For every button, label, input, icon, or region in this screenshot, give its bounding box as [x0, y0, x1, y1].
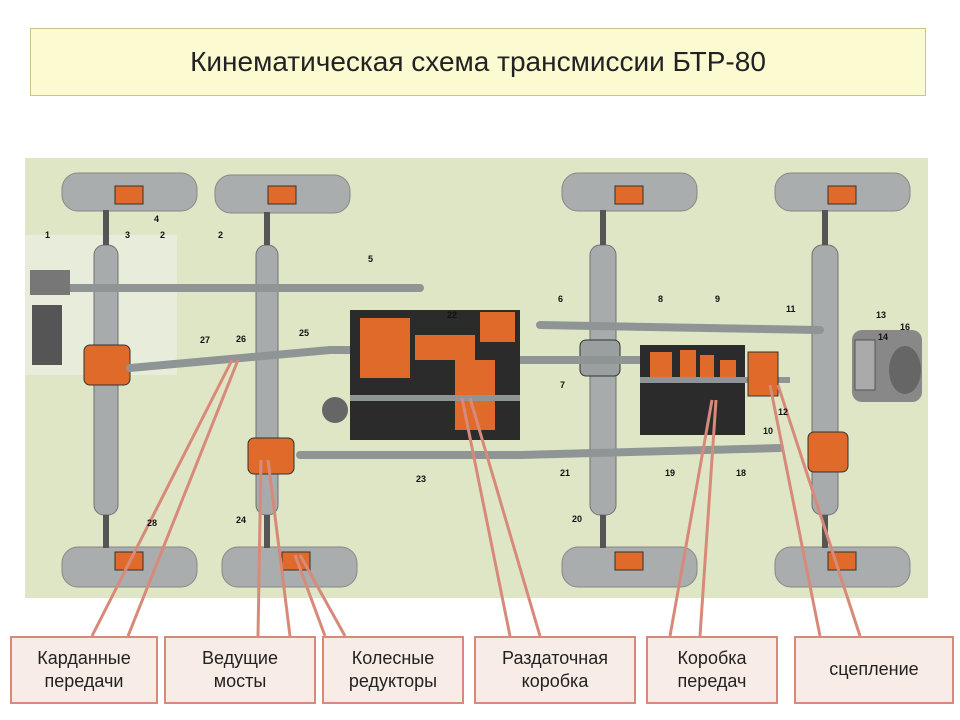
part-number: 10: [763, 426, 773, 436]
part-number: 27: [200, 335, 210, 345]
part-number: 5: [368, 254, 373, 264]
title-box: Кинематическая схема трансмиссии БТР-80: [30, 28, 926, 96]
part-number: 12: [778, 407, 788, 417]
part-number: 26: [236, 334, 246, 344]
part-number: 7: [560, 380, 565, 390]
part-number: 9: [715, 294, 720, 304]
part-number: 2: [160, 230, 165, 240]
part-number: 24: [236, 515, 246, 525]
transfer-case-label: Раздаточная коробка: [474, 636, 636, 704]
part-number: 18: [736, 468, 746, 478]
part-number: 22: [447, 310, 457, 320]
transfer-case: [322, 310, 520, 440]
part-number: 4: [154, 214, 159, 224]
gearbox-label: Коробка передач: [646, 636, 778, 704]
part-number: 14: [878, 332, 888, 342]
part-number: 16: [900, 322, 910, 332]
part-number: 23: [416, 474, 426, 484]
gearbox: [640, 345, 790, 435]
callout-lines: [90, 359, 862, 637]
part-number: 20: [572, 514, 582, 524]
wheel-reducers-label: Колесные редукторы: [322, 636, 464, 704]
page-title: Кинематическая схема трансмиссии БТР-80: [190, 46, 766, 77]
part-number: 19: [665, 468, 675, 478]
part-number: 13: [876, 310, 886, 320]
part-number: 1: [45, 230, 50, 240]
part-number: 3: [125, 230, 130, 240]
part-number: 8: [658, 294, 663, 304]
cardan-shafts-label: Карданные передачи: [10, 636, 158, 704]
part-number: 25: [299, 328, 309, 338]
part-number: 28: [147, 518, 157, 528]
drive-axles-label: Ведущие мосты: [164, 636, 316, 704]
clutch-label: сцепление: [794, 636, 954, 704]
part-number: 21: [560, 468, 570, 478]
part-number: 6: [558, 294, 563, 304]
clutch: [854, 339, 921, 394]
part-number: 11: [786, 304, 796, 314]
engine-radiator: [32, 305, 62, 365]
part-number: 2: [218, 230, 223, 240]
engine-front: [30, 270, 70, 295]
